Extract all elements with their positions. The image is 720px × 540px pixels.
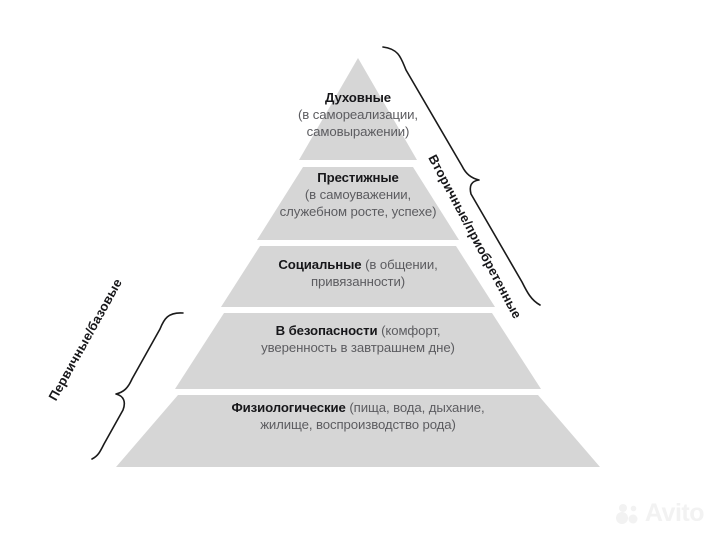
primary-group-brace: [91, 312, 184, 460]
secondary-group-brace: [382, 46, 541, 306]
pyramid-level-1-shape: [299, 58, 417, 160]
pyramid-level-3-shape: [221, 246, 495, 307]
pyramid-level-4-shape: [175, 313, 541, 389]
pyramid-level-5-shape: [116, 395, 600, 467]
pyramid-level-2-shape: [257, 167, 459, 240]
